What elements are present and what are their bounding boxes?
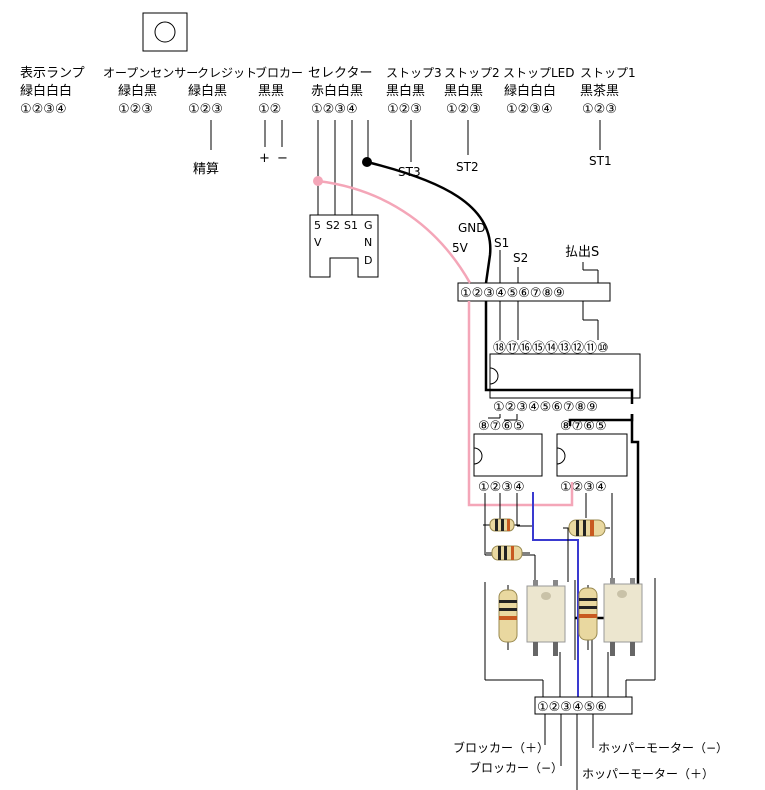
connector-pins: ①②③④ [20,102,67,117]
ic8b-top-pins: ⑧⑦⑥⑤ [560,419,607,434]
connector-pins: ①②③④ [311,102,358,117]
connector-9pin: ①②③④⑤⑥⑦⑧⑨ [457,282,611,302]
connector-stop-led: ストップLED 緑白白白 ①②③④ [503,66,575,117]
connector-selector: セレクター 赤白白黒 ①②③④ [308,66,372,117]
blocker-minus-label: ブロッカー（−） [469,760,563,775]
sel-g: G [364,219,373,232]
connector-name: セレクター [308,66,372,81]
switch-icon [142,12,188,52]
chip-a [526,580,566,656]
resistor-4 [498,585,518,650]
pins-6: ①②③④⑤⑥ [537,700,607,715]
sel-d: D [364,254,372,267]
resistor-2 [486,545,530,561]
ic-18pin: ⑱⑰⑯⑮⑭⑬⑫⑪⑩ ①②③④⑤⑥⑦⑧⑨ [489,341,641,415]
ic8a-top-pins: ⑧⑦⑥⑤ [478,419,525,434]
ic8b-bottom-pins: ①②③④ [560,480,607,495]
connector-pins: ①②③ [188,102,223,117]
connector-colors: 緑白黒 [118,83,157,99]
connector-colors: 緑白白白 [20,83,72,99]
sel-s2: S2 [326,219,340,232]
connector-name: オープンセンサー [103,66,198,80]
blue-wire [532,492,579,700]
connector-stop3: ストップ3 黒白黒 ①②③ [386,66,442,117]
connector-name: ストップ1 [580,66,636,80]
sel-v: V [314,236,322,249]
ic18-top-pins: ⑱⑰⑯⑮⑭⑬⑫⑪⑩ [493,341,609,356]
connector-name: ブロカー [255,65,303,80]
ic-8pin-b: ⑧⑦⑥⑤ ①②③④ [556,419,628,495]
connector-stop1: ストップ1 黒茶黒 ①②③ [580,66,636,117]
pink-wire [313,176,574,507]
chip-b [603,578,643,656]
connector-pins: ①②③ [387,102,422,117]
connector-pins: ①②③④ [506,102,553,117]
connector-name: クレジット [197,66,257,80]
sel-s1: S1 [344,219,358,232]
ic8a-bottom-pins: ①②③④ [478,480,525,495]
hopper-plus-label: ホッパーモーター（＋） [582,767,714,781]
connector-colors: 黒黒 [258,84,284,99]
selector-sensor-box: 5 V S2 S1 G N D [309,214,379,278]
connector-pins: ①②③ [446,102,481,117]
connector-colors: 黒白黒 [386,83,425,99]
connector-blocker: ブロカー 黒黒 ①② [255,65,303,117]
minus-label: − [277,151,288,166]
connector-pins: ①②③ [118,102,153,117]
sel-5: 5 [314,219,321,232]
header-leads [210,120,601,215]
connector-colors: 黒白黒 [444,83,483,99]
connector-name: ストップ2 [444,66,500,80]
plus-label: + [259,151,270,166]
hopper-minus-label: ホッパーモーター（−） [598,741,728,755]
haraidashi-label: 払出S [565,245,599,260]
ic-8pin-a: ⑧⑦⑥⑤ ①②③④ [473,419,543,495]
connector-pins: ①②③ [582,102,617,117]
connector-stop2: ストップ2 黒白黒 ①②③ [444,66,500,117]
sel-n: N [364,236,372,249]
st1-label: ST1 [589,154,612,168]
resistor-3 [563,519,610,537]
seisan-label: 精算 [193,162,219,177]
s1-label: S1 [494,236,509,250]
pins-9: ①②③④⑤⑥⑦⑧⑨ [460,286,565,301]
connector-colors: 赤白白黒 [311,83,363,99]
connector-pins: ①② [258,102,281,117]
ic18-bottom-pins: ①②③④⑤⑥⑦⑧⑨ [493,400,598,415]
gnd-label: GND [458,221,486,235]
blocker-plus-label: ブロッカー（＋） [453,740,549,755]
connector-open-sensor: オープンセンサー 緑白黒 ①②③ [103,66,198,117]
thin-wires [484,493,656,697]
connector-headers: 表示ランプ 緑白白白 ①②③④ オープンセンサー 緑白黒 ①②③ クレジット 緑… [20,65,636,117]
resistor-5 [578,585,598,650]
st2-label: ST2 [456,160,479,174]
connector-colors: 緑白黒 [188,83,227,99]
connector-name: ストップ3 [386,66,442,80]
resistor-1 [483,518,520,532]
connector-colors: 黒茶黒 [580,83,619,99]
s2-label: S2 [513,251,528,265]
connector-hyoji-lamp: 表示ランプ 緑白白白 ①②③④ [20,66,85,117]
connector-credit: クレジット 緑白黒 ①②③ [188,66,257,117]
connector-colors: 緑白白白 [504,83,556,99]
connector-name: 表示ランプ [20,66,85,81]
connector-name: ストップLED [503,66,575,80]
connector-6pin: ①②③④⑤⑥ [534,696,633,715]
5v-label: 5V [452,241,469,255]
